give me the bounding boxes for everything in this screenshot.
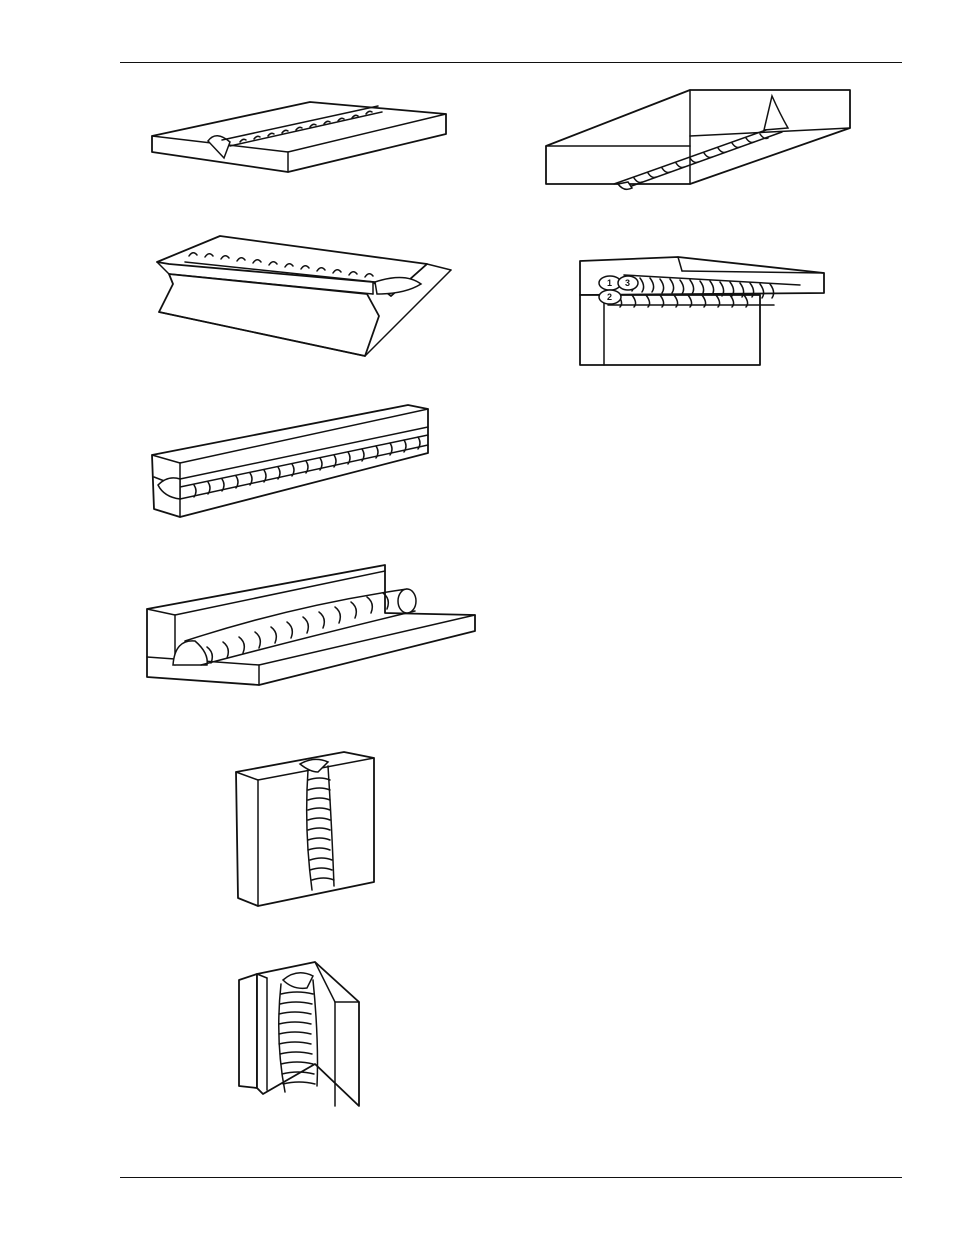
overhead-groove-weld-figure	[544, 88, 852, 194]
horizontal-fillet-weld-figure	[150, 405, 440, 523]
weld-pass-1-label: 1	[607, 278, 612, 288]
weld-pass-2-label: 2	[607, 292, 612, 302]
overhead-fillet-weld-figure: 1 3 2	[578, 255, 826, 367]
flat-groove-weld-figure	[150, 100, 450, 180]
vertical-fillet-weld-figure	[235, 960, 360, 1110]
flat-fillet-weld-figure	[145, 565, 480, 690]
weld-cross-section	[375, 277, 421, 294]
vertical-groove-weld-figure	[234, 750, 379, 910]
horizontal-groove-weld-figure	[155, 236, 455, 358]
header-rule	[120, 62, 902, 63]
weld-pass-3-label: 3	[625, 278, 630, 288]
footer-rule	[120, 1177, 902, 1178]
